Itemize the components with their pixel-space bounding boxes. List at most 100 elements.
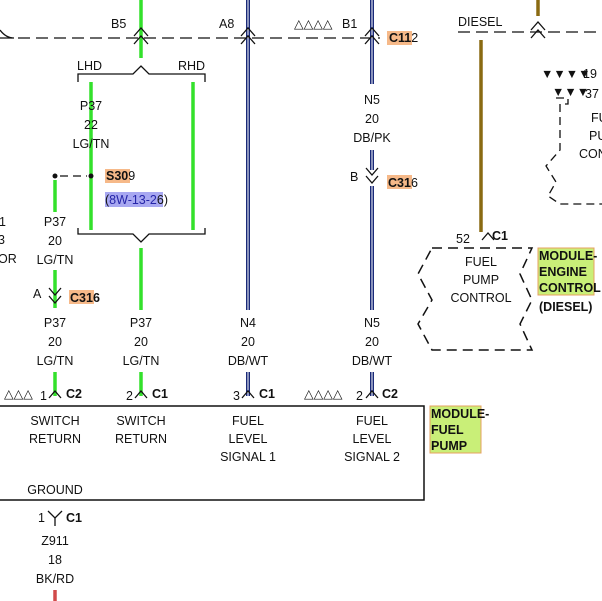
label-b1: B1	[342, 17, 357, 31]
label-lhd: LHD	[77, 59, 102, 73]
c316-a-pin: A	[33, 287, 42, 301]
fpm-pin-4-number: 2	[356, 389, 363, 403]
module-ecm-line-3[interactable]: CONTROL	[539, 281, 601, 295]
c316-connectors	[48, 167, 379, 304]
wire-p37-b-circuit: P37	[44, 215, 66, 229]
top-line-connectors	[133, 27, 380, 45]
fpm-ground-label: GROUND	[27, 483, 83, 497]
ecm-connector-c1: C1	[492, 229, 508, 243]
pin-37: 37	[585, 87, 599, 101]
wire-p37-c-gauge: 20	[48, 335, 62, 349]
fpm-func-1-line-2: RETURN	[29, 432, 81, 446]
label-rhd: RHD	[178, 59, 205, 73]
left-frag-2: 3	[0, 233, 5, 247]
brown-wire	[479, 0, 540, 232]
fpm-func-3-line-2: LEVEL	[229, 432, 268, 446]
wire-n4-circuit: N4	[240, 316, 256, 330]
splice-s309-link	[52, 173, 94, 179]
top-harness-left-hook	[0, 29, 15, 39]
module-fpm-line-1[interactable]: MODULE-	[431, 407, 489, 421]
fpm-pin-4-connector: C2	[382, 387, 398, 401]
module-ecm-line-1[interactable]: MODULE-	[539, 249, 597, 263]
blue-wires	[246, 0, 374, 396]
fpm-pin-1-connector: C2	[66, 387, 82, 401]
ground-pin-number: 1	[38, 511, 45, 525]
ground-connector-c1: C1	[66, 511, 82, 525]
highlight-boxes	[69, 31, 595, 454]
fpm-func-2-line-2: RETURN	[115, 432, 167, 446]
ecm-label-line-1: FUEL	[465, 255, 497, 269]
module-ecm-variant: (DIESEL)	[539, 300, 592, 314]
fpm-func-1-line-1: SWITCH	[30, 414, 79, 428]
wire-p37-b-color: LG/TN	[37, 253, 74, 267]
ecm-label-line-3: CONTROL	[450, 291, 511, 305]
fpm-pin-2-number: 2	[126, 389, 133, 403]
fpm-func-4-line-1: FUEL	[356, 414, 388, 428]
frag-control: CON	[579, 147, 602, 161]
left-frag-1: 1	[0, 215, 6, 229]
fpm-func-4-line-2: LEVEL	[353, 432, 392, 446]
fuel-pump-module-box	[0, 405, 425, 501]
fpm-pin-1-number: 1	[40, 389, 47, 403]
pin-19: 19	[583, 67, 597, 81]
wire-p37-d-circuit: P37	[130, 316, 152, 330]
fpm-pin-3-number: 3	[233, 389, 240, 403]
fpm-pin-3-connector: C1	[259, 387, 275, 401]
wire-n5-a-circuit: N5	[364, 93, 380, 107]
wire-n5-b-color: DB/WT	[352, 354, 393, 368]
wire-z911-color: BK/RD	[36, 572, 74, 586]
frag-fuel: FU	[591, 111, 602, 125]
splice-s309-reference[interactable]: (8W-13-26)	[105, 193, 168, 207]
ecm-dashed-outline	[417, 247, 534, 351]
wire-n5-a-gauge: 20	[365, 112, 379, 126]
connector-c112[interactable]: C112	[389, 31, 418, 45]
label-a8: A8	[219, 17, 234, 31]
fpm-pin-4-triangles: △△△△	[304, 387, 343, 401]
fpm-func-3-line-3: SIGNAL 1	[220, 450, 276, 464]
splice-join-bracket	[77, 228, 206, 243]
wire-p37-b-gauge: 20	[48, 234, 62, 248]
wire-z911-circuit: Z911	[41, 534, 69, 548]
ecm-pin-52: 52	[456, 232, 470, 246]
label-b5: B5	[111, 17, 126, 31]
pin-19-triangles: ▼▼▼▼	[541, 67, 591, 81]
wire-p37-d-color: LG/TN	[123, 354, 160, 368]
wire-p37-d-gauge: 20	[134, 335, 148, 349]
module-fpm-line-3[interactable]: PUMP	[431, 439, 467, 453]
connector-c316-a[interactable]: C316	[70, 291, 100, 305]
module-ecm-line-2[interactable]: ENGINE	[539, 265, 587, 279]
wire-p37-a-circuit: P37	[80, 99, 102, 113]
label-b1-triangles: △△△△	[294, 17, 333, 31]
module-fpm-line-2[interactable]: FUEL	[431, 423, 464, 437]
fpm-pin-chevrons	[48, 232, 495, 399]
fpm-pin-2-connector: C1	[152, 387, 168, 401]
splice-s309[interactable]: S309	[106, 169, 135, 183]
label-diesel: DIESEL	[458, 15, 503, 29]
fpm-func-4-line-3: SIGNAL 2	[344, 450, 400, 464]
connector-c316-b[interactable]: C316	[388, 176, 418, 190]
wire-n5-b-gauge: 20	[365, 335, 379, 349]
wire-n4-color: DB/WT	[228, 354, 269, 368]
ground-connector	[47, 510, 63, 601]
wire-z911-gauge: 18	[48, 553, 62, 567]
fpm-func-2-line-1: SWITCH	[116, 414, 165, 428]
wire-n5-b-circuit: N5	[364, 316, 380, 330]
diesel-harness	[458, 21, 602, 205]
left-frag-3: OR	[0, 252, 17, 266]
ecm-label-line-2: PUMP	[463, 273, 499, 287]
lhd-rhd-bracket	[77, 65, 206, 82]
wire-p37-c-color: LG/TN	[37, 354, 74, 368]
c316-b-pin: B	[350, 170, 358, 184]
pin-37-triangles: ▼▼▼	[552, 85, 589, 99]
fpm-func-3-line-1: FUEL	[232, 414, 264, 428]
green-wires	[53, 0, 195, 396]
frag-pump: PU	[589, 129, 602, 143]
wire-n5-a-color: DB/PK	[353, 131, 391, 145]
wire-p37-c-circuit: P37	[44, 316, 66, 330]
wire-p37-a-color: LG/TN	[73, 137, 110, 151]
wire-p37-a-gauge: 22	[84, 118, 98, 132]
fpm-pin-1-triangles: △△△	[4, 387, 33, 401]
wire-n4-gauge: 20	[241, 335, 255, 349]
